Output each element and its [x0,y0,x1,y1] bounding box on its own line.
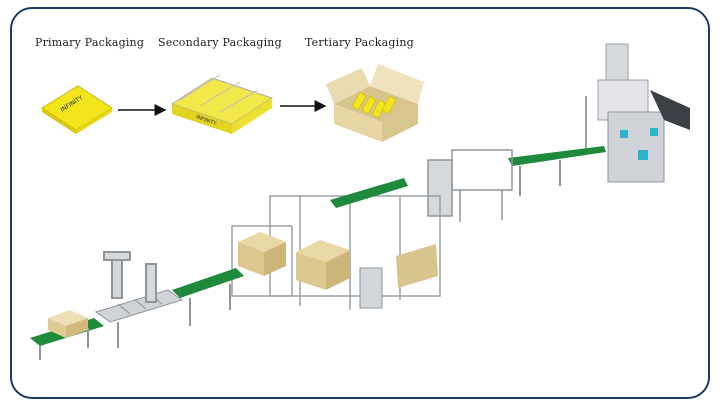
single-bag-icon: INFINITY [41,85,113,134]
carton-boxes [238,232,438,290]
tape-sealer-arm [103,251,157,303]
bundling-station [427,149,513,222]
primary-packaging-label: Primary Packaging [35,36,145,49]
control-panel [359,267,383,309]
roller-conveyor [94,289,184,348]
secondary-packaging-label: Secondary Packaging [158,36,282,49]
vertical-bagging-machine [585,43,690,183]
tertiary-packaging-label: Tertiary Packaging [305,36,414,49]
open-carton-icon [326,64,424,142]
bundled-bags-icon: INFINITY [170,74,274,134]
finished-carton [48,310,88,338]
